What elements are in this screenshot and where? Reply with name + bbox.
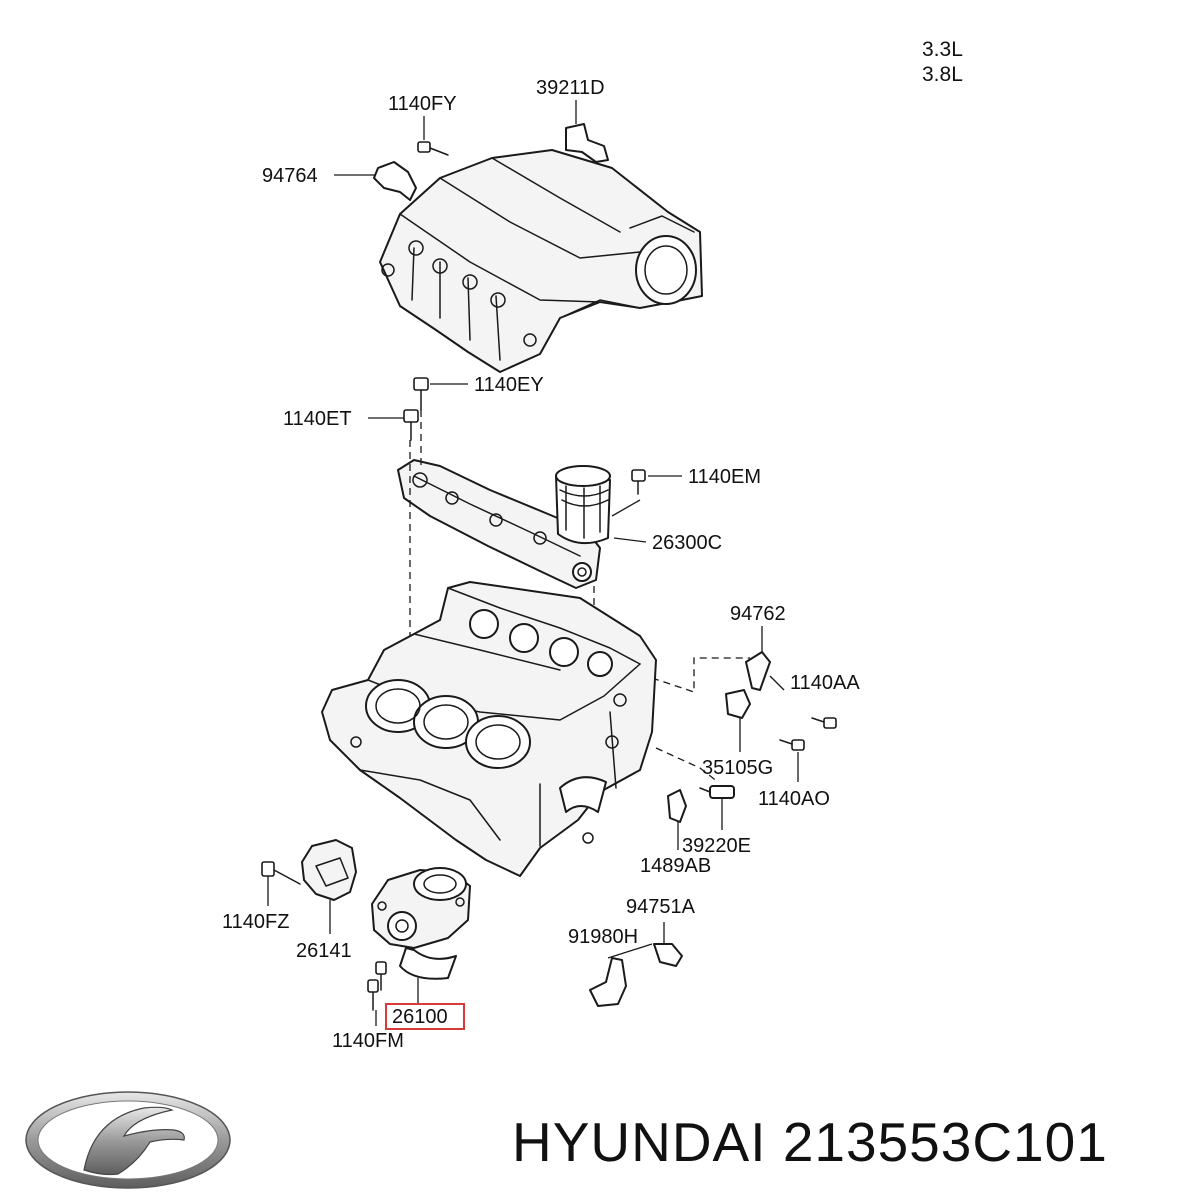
footer: HYUNDAI 213553C101 — [0, 1080, 1200, 1200]
bolt-1140FM-b-drawing — [367, 979, 379, 1011]
bolt-1140FM-a-drawing — [375, 961, 387, 991]
bolt-1140ET-drawing — [403, 409, 419, 441]
bracket-94762-drawing — [745, 651, 771, 691]
callout-26141: 26141 — [296, 940, 352, 962]
callout-39211D: 39211D — [536, 77, 605, 99]
callout-1140EY: 1140EY — [474, 374, 544, 396]
bolt-1140EM-drawing — [631, 469, 646, 495]
callout-1140EM: 1140EM — [688, 466, 761, 488]
engine-block-drawing — [321, 581, 657, 877]
callout-1140AO: 1140AO — [758, 788, 830, 810]
callout-1140FY: 1140FY — [388, 93, 457, 115]
hyundai-logo-icon — [25, 1091, 231, 1189]
bolt-1140AO-drawing — [779, 739, 805, 751]
callout-1140FZ: 1140FZ — [222, 911, 289, 933]
intake-manifold-drawing — [379, 149, 703, 373]
callout-1140FM: 1140FM — [332, 1030, 404, 1052]
callout-94751A: 94751A — [626, 896, 696, 918]
callout-94764: 94764 — [262, 165, 318, 187]
oil-pump-26100-drawing — [371, 867, 471, 980]
engine-variant-2: 3.8L — [922, 63, 963, 86]
bracket-94751A-drawing — [653, 943, 683, 967]
highlighted-part-box — [385, 1003, 465, 1030]
sensor-35105G-drawing — [725, 689, 751, 719]
part-number: 213553C101 — [782, 1111, 1108, 1173]
brand-name: HYUNDAI — [512, 1111, 767, 1173]
bolt-1140AA-drawing — [811, 717, 837, 729]
bracket-91980H-drawing — [589, 957, 627, 1007]
bolt-1140EY-drawing — [413, 377, 429, 411]
callout-94762: 94762 — [730, 603, 786, 625]
clip-1489AB-drawing — [667, 789, 687, 823]
oil-filter-housing-drawing — [397, 459, 611, 589]
bracket-94764-drawing — [373, 161, 417, 201]
sensor-39220E-drawing — [699, 785, 735, 799]
brand-part-number: HYUNDAI 213553C101 — [512, 1110, 1108, 1174]
callout-91980H: 91980H — [568, 926, 638, 948]
callout-35105G: 35105G — [702, 757, 773, 779]
cover-26141-drawing — [301, 839, 357, 901]
callout-1140AA: 1140AA — [790, 672, 860, 694]
callout-39220E: 39220E — [682, 835, 751, 857]
engine-variant-1: 3.3L — [922, 38, 963, 61]
callout-26300C: 26300C — [652, 532, 722, 554]
bolt-1140FY-drawing — [417, 141, 449, 156]
callout-1140ET: 1140ET — [283, 408, 352, 430]
bracket-39211D-drawing — [565, 123, 609, 163]
callout-1489AB: 1489AB — [640, 855, 711, 877]
callout-26100: 26100 — [392, 1006, 448, 1028]
